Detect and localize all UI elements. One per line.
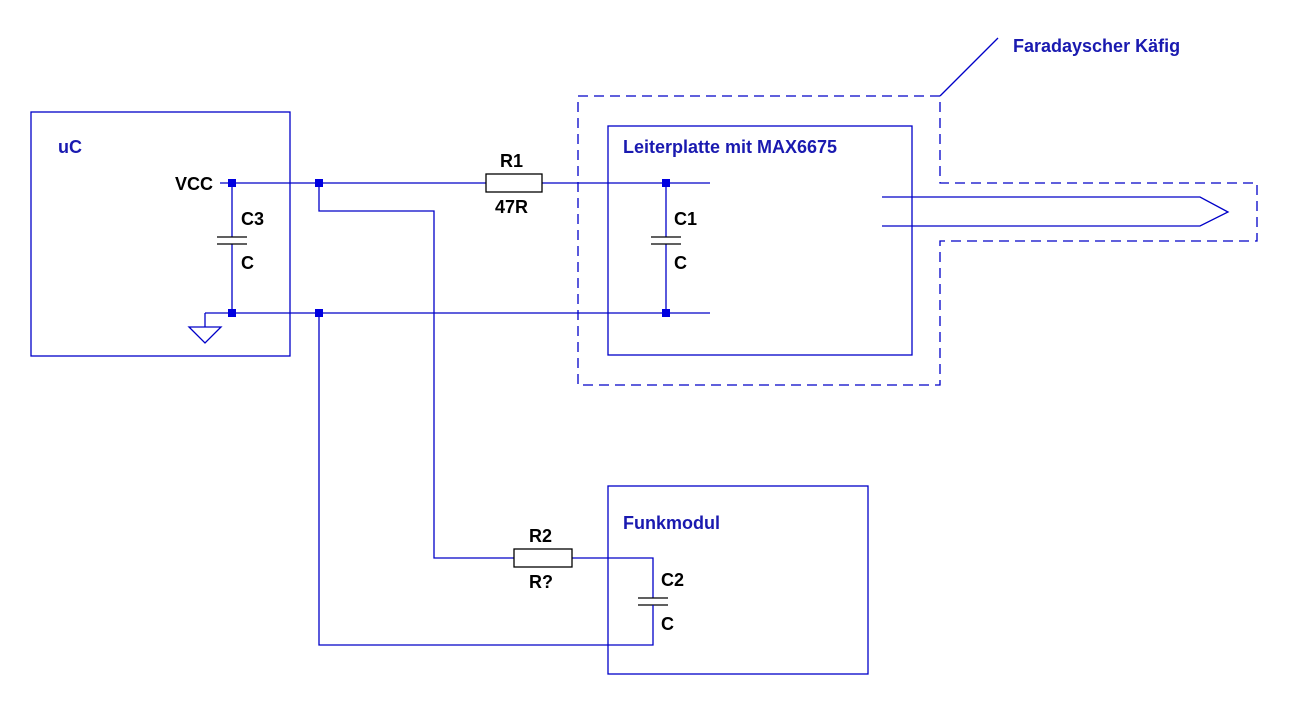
r2-ref: R2: [529, 526, 552, 546]
junction-node: [315, 179, 323, 187]
junction-node: [228, 179, 236, 187]
pcb-label: Leiterplatte mit MAX6675: [623, 137, 837, 157]
c3-value: C: [241, 253, 254, 273]
r2-resistor: [513, 548, 573, 568]
r1-value: 47R: [495, 197, 528, 217]
radio-label: Funkmodul: [623, 513, 720, 533]
junction-node: [228, 309, 236, 317]
r1-resistor: [485, 173, 543, 193]
junction-node: [662, 309, 670, 317]
thermocouple-probe: [882, 196, 1230, 227]
c3-ref: C3: [241, 209, 264, 229]
faraday-cage-outline: [577, 95, 1258, 386]
c1-value: C: [674, 253, 687, 273]
c2-ref: C2: [661, 570, 684, 590]
radio-supply-wire-b: [572, 557, 654, 598]
faraday-cage-leader: [939, 37, 999, 97]
uc-block: [30, 111, 291, 357]
junction-node: [662, 179, 670, 187]
c2-value: C: [661, 614, 674, 634]
junction-node: [315, 309, 323, 317]
radio-ground-wire: [318, 313, 654, 646]
ground-icon: [187, 326, 223, 344]
uc-label: uC: [58, 137, 82, 157]
vcc-net-label: VCC: [175, 174, 213, 194]
radio-supply-wire: [318, 183, 514, 559]
radio-block: [607, 485, 869, 675]
faraday-cage-label: Faradayscher Käfig: [1013, 36, 1180, 56]
r2-value: R?: [529, 572, 553, 592]
r1-ref: R1: [500, 151, 523, 171]
c1-ref: C1: [674, 209, 697, 229]
pcb-block: [607, 125, 913, 356]
